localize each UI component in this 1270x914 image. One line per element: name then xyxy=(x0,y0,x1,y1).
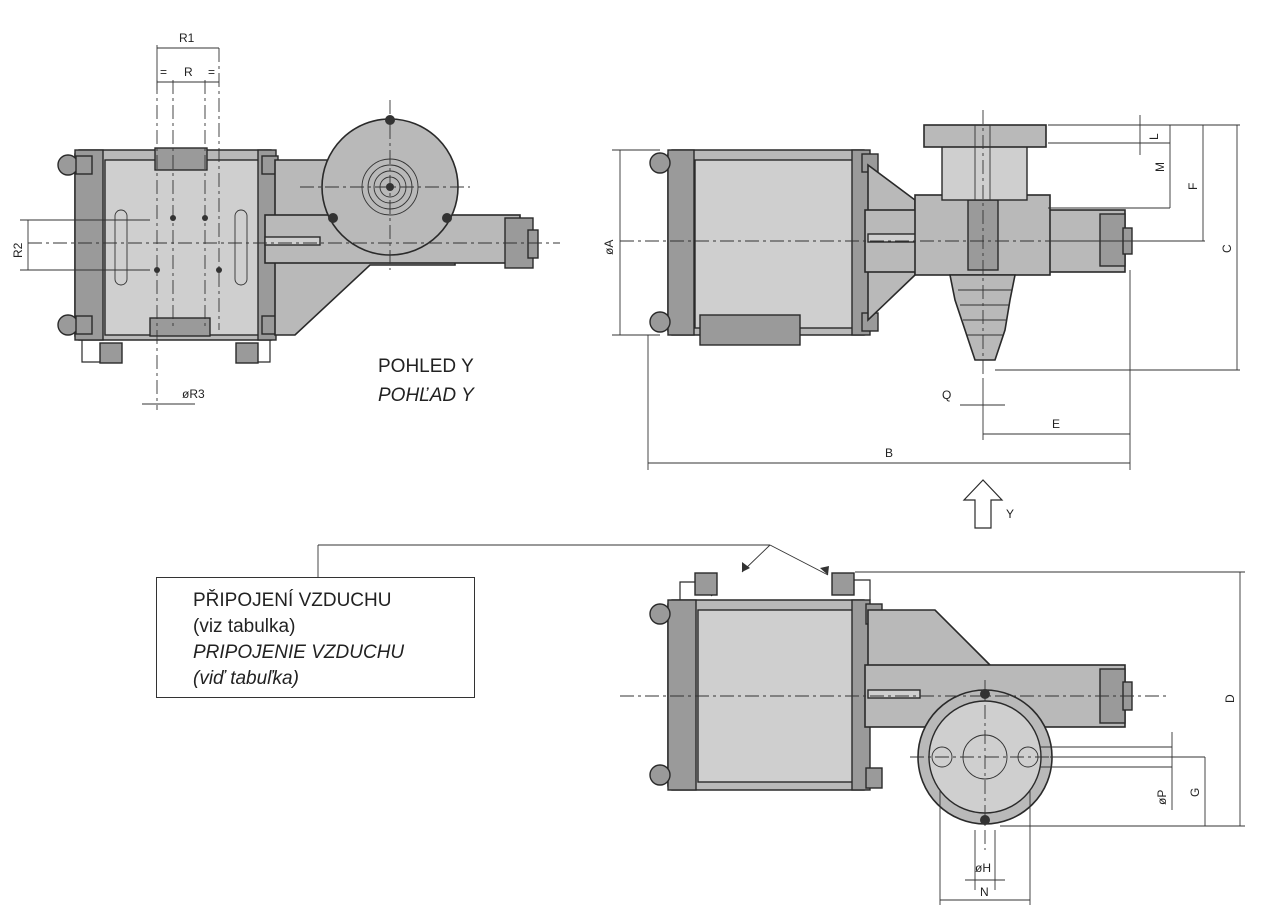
view-label-cz: POHLED Y xyxy=(378,356,474,377)
view-y-drawing xyxy=(28,48,560,410)
air-connection-title-cz: PŘIPOJENÍ VZDUCHU xyxy=(193,590,392,611)
air-connection-note-cz: (viz tabulka) xyxy=(193,616,296,637)
dim-y: Y xyxy=(1006,507,1014,521)
dim-eq-right: = xyxy=(208,65,215,79)
air-connection-note-sk: (viď tabuľka) xyxy=(193,668,299,689)
dim-c: C xyxy=(1220,244,1234,253)
side-view-drawing xyxy=(620,110,1170,380)
dim-r3: øR3 xyxy=(182,387,205,401)
dim-d: D xyxy=(1223,694,1237,703)
dim-r2: R2 xyxy=(11,242,25,258)
dim-a: øA xyxy=(602,240,616,255)
dim-r: R xyxy=(184,65,193,79)
dim-l: L xyxy=(1147,133,1161,140)
view-direction-arrow: Y xyxy=(962,479,1014,529)
dim-eq-left: = xyxy=(160,65,167,79)
dim-f: F xyxy=(1186,183,1200,190)
dim-h: øH xyxy=(975,861,991,875)
dim-g: G xyxy=(1188,788,1202,797)
dim-b: B xyxy=(885,446,893,460)
top-view-dimensions: D G øP øH N xyxy=(855,571,1245,905)
air-connection-callout: PŘIPOJENÍ VZDUCHU (viz tabulka) PRIPOJEN… xyxy=(156,577,475,698)
air-connection-title-sk: PRIPOJENIE VZDUCHU xyxy=(193,642,405,663)
dim-n: N xyxy=(980,885,989,899)
dim-e: E xyxy=(1052,417,1060,431)
air-connection-leader xyxy=(317,544,829,577)
dim-r1: R1 xyxy=(179,31,195,45)
dim-p: øP xyxy=(1155,790,1169,805)
view-label-sk: POHĽAD Y xyxy=(378,385,474,406)
view-y-dimensions: R1 = R = R2 øR3 xyxy=(11,31,219,405)
top-view-drawing xyxy=(620,572,1170,850)
side-view-dimensions: øA B E Q L M F C xyxy=(602,115,1240,470)
dim-q: Q xyxy=(942,388,951,402)
dim-m: M xyxy=(1153,162,1167,172)
